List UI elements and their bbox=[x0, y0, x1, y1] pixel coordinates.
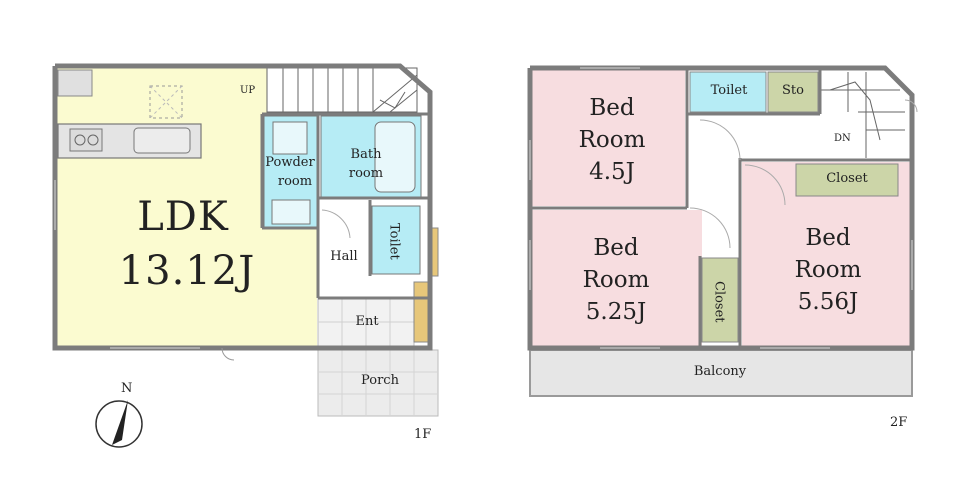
bedroom-5-25 bbox=[532, 210, 702, 346]
porch-label: Porch bbox=[361, 373, 399, 388]
bathtub-icon bbox=[374, 121, 416, 193]
sink-icon bbox=[133, 127, 191, 154]
storage-2f bbox=[767, 71, 819, 113]
bedroom-5-25-size: 5.25J bbox=[585, 299, 647, 325]
toilet-2f-label: Toilet bbox=[710, 83, 748, 98]
bedroom-4-5-size: 4.5J bbox=[589, 159, 635, 185]
walls-2f bbox=[527, 65, 915, 351]
storage-label: Sto bbox=[782, 83, 804, 98]
closet-top-label: Closet bbox=[826, 171, 868, 186]
bedroom-5-25-label-1: Bed bbox=[593, 235, 639, 261]
skylight-dashed bbox=[149, 85, 183, 119]
up-label: UP bbox=[240, 85, 256, 96]
ldk-size: 13.12J bbox=[118, 248, 256, 294]
floor-2-label: 2F bbox=[890, 415, 908, 430]
stairs-2f bbox=[820, 72, 905, 158]
north-label: N bbox=[121, 381, 133, 396]
bedroom-4-5-label-1: Bed bbox=[589, 95, 635, 121]
bedroom-5-25-label-2: Room bbox=[582, 267, 650, 293]
floor-2 bbox=[527, 65, 918, 397]
closet-mid bbox=[701, 257, 739, 343]
balcony-label: Balcony bbox=[693, 364, 747, 379]
toilet-1f-label: Toilet bbox=[386, 222, 402, 260]
stairs-1f bbox=[266, 67, 418, 113]
ldk-label: LDK bbox=[137, 194, 229, 240]
dn-label: DN bbox=[834, 133, 851, 144]
bedroom-4-5 bbox=[532, 70, 685, 206]
bedroom-5-56-label-2: Room bbox=[794, 257, 862, 283]
toilet-1f bbox=[371, 205, 421, 275]
toilet-2f bbox=[689, 71, 767, 113]
powder-room-label-2: room bbox=[277, 174, 313, 189]
powder-room-label: Powder bbox=[265, 155, 315, 170]
compass-icon bbox=[95, 400, 143, 448]
bedroom-5-56-size: 5.56J bbox=[797, 289, 859, 315]
floor-1-label: 1F bbox=[414, 427, 432, 442]
walls-1f bbox=[52, 63, 433, 351]
porch-area bbox=[317, 349, 439, 417]
bath-room-label-2: room bbox=[348, 166, 384, 181]
bedroom-4-5-label-2: Room bbox=[578, 127, 646, 153]
bedroom-5-56-label-1: Bed bbox=[805, 225, 851, 251]
floor-1 bbox=[52, 63, 439, 417]
ent-label: Ent bbox=[355, 314, 379, 329]
bath-room-label: Bath bbox=[350, 147, 382, 162]
stove-icon bbox=[69, 128, 103, 152]
closet-top bbox=[795, 163, 899, 197]
closet-mid-label: Closet bbox=[711, 281, 727, 323]
hall-label: Hall bbox=[330, 249, 358, 264]
